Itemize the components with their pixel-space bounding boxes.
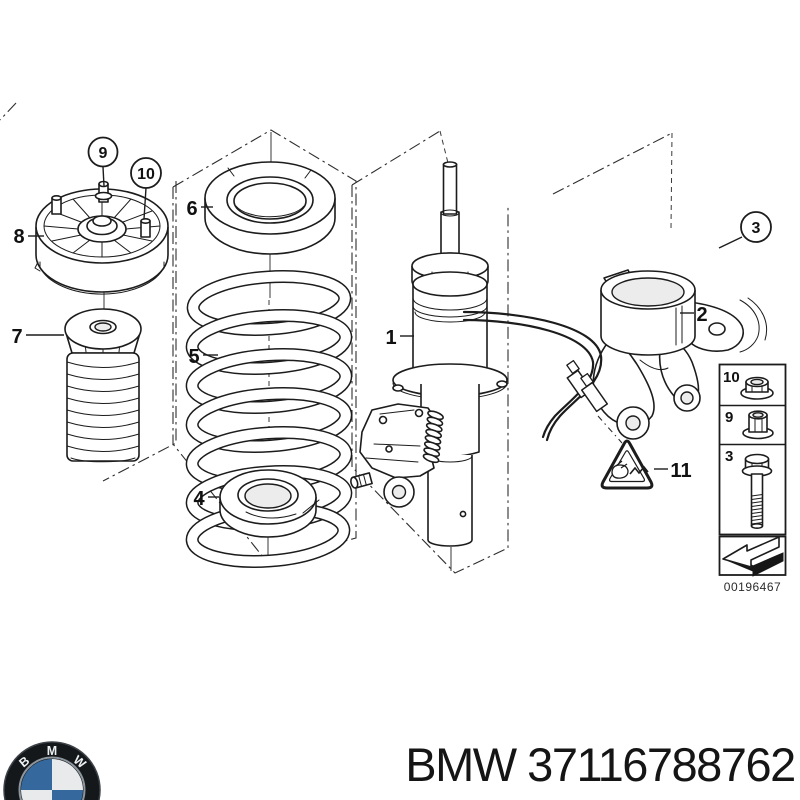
callout-5-label: 5 (188, 346, 199, 368)
footer: B M W BMW 37116788762 (3, 738, 796, 800)
spring-tension-warning-icon (600, 439, 654, 490)
direction-arrow-icon (718, 535, 787, 577)
callout-11-label: 11 (670, 460, 691, 482)
logo-letter-m: M (47, 744, 57, 758)
fastener-panel: 10 9 3 (718, 363, 787, 594)
panel-nut10-label: 10 (723, 369, 740, 386)
corrugated-sleeve (422, 410, 444, 464)
callout-circle-10: 10 (130, 157, 162, 189)
strut-mount-drawing (34, 180, 169, 295)
boot-ribs (66, 361, 140, 452)
swing-support-fork-drawing (592, 269, 768, 440)
sensor-cables (422, 310, 623, 464)
callout-2-label: 2 (696, 304, 707, 326)
callout-10-label: 10 (137, 166, 155, 183)
panel-bolt3-label: 3 (725, 448, 733, 465)
callout-7-label: 7 (11, 326, 22, 348)
panel-nut9-label: 9 (725, 409, 733, 426)
upper-spring-pad-drawing (204, 161, 336, 255)
callout-labels: 8 7 6 5 4 1 2 11 9 10 3 (11, 136, 772, 510)
bracket-pin (350, 472, 373, 489)
bump-stop-drawing (64, 308, 142, 463)
callout-6-label: 6 (186, 198, 197, 220)
callout-leaders (26, 166, 743, 498)
sheet-number: 00196467 (724, 580, 781, 594)
cable-connectors (566, 359, 609, 413)
callout-circle-9: 9 (87, 136, 119, 168)
perspective-frames (0, 102, 673, 574)
flange-bolt-icon (741, 453, 773, 529)
shock-absorber-drawing (350, 161, 508, 547)
bmw-logo: B M W (3, 741, 101, 800)
callout-3-label: 3 (752, 220, 761, 237)
callout-circle-3: 3 (740, 211, 772, 243)
callout-1-label: 1 (385, 327, 396, 349)
callout-4-label: 4 (193, 488, 205, 510)
self-locking-nut-icon (742, 410, 774, 440)
callout-9-label: 9 (99, 145, 108, 162)
lower-spring-pad-drawing (219, 469, 320, 538)
flange-nut-icon (740, 376, 774, 400)
callout-8-label: 8 (13, 226, 24, 248)
part-number-text: BMW 37116788762 (405, 738, 794, 791)
